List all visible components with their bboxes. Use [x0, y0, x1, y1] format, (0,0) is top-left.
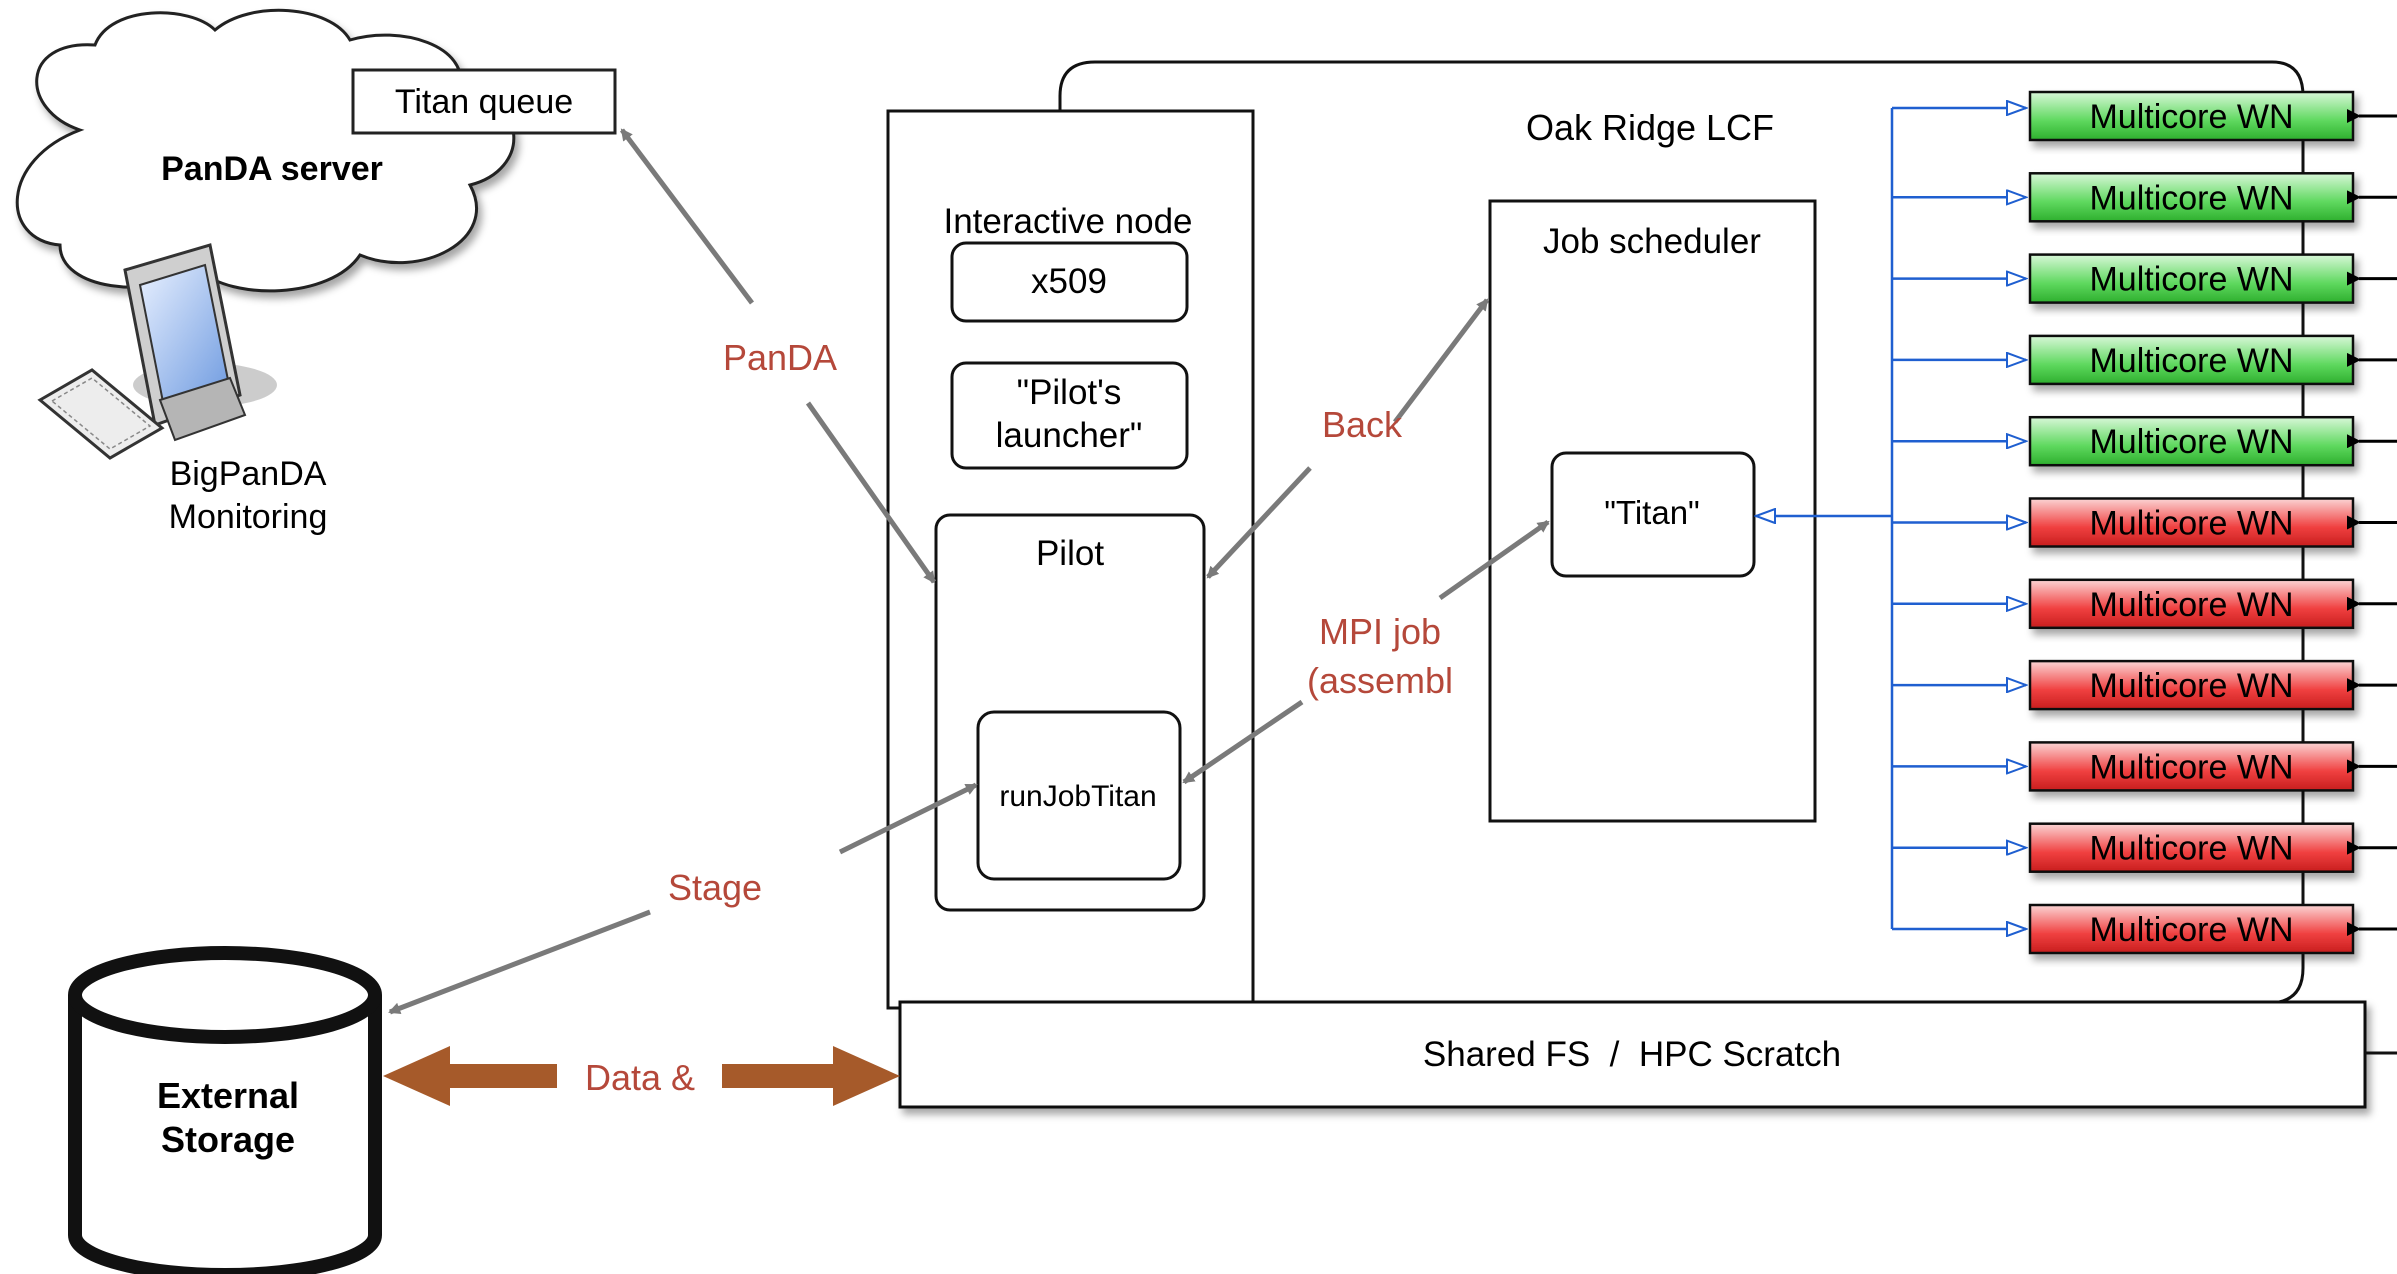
backfill-edge-label: Back	[1322, 404, 1403, 445]
shared-fs-box	[898, 1000, 2367, 1109]
worker-node-box-green	[2028, 253, 2355, 304]
mpi-arrow-up	[1438, 519, 1550, 601]
worker-node-label: Multicore WN	[2089, 342, 2293, 380]
backfill-arrow-down	[1206, 466, 1312, 579]
worker-node-5: Multicore WN	[2028, 415, 2397, 467]
pilot-launcher-label-line1: "Pilot's	[1017, 373, 1122, 412]
job-scheduler-title: Job scheduler	[1543, 222, 1761, 261]
worker-node-4: Multicore WN	[2028, 334, 2397, 386]
shared-fs: Shared FS / HPC Scratch	[898, 1000, 2397, 1109]
worker-node-1: Multicore WN	[2028, 90, 2397, 142]
gray-arrows	[388, 128, 1550, 1015]
oak-ridge-lcf-title: Oak Ridge LCF	[1526, 107, 1774, 148]
worker-node-3: Multicore WN	[2028, 253, 2397, 304]
worker-node-label: Multicore WN	[2089, 261, 2293, 299]
worker-node-2: Multicore WN	[2028, 172, 2397, 223]
titan-queue: Titan queue	[351, 68, 617, 135]
interactive-node-title: Interactive node	[943, 202, 1192, 241]
monitoring-label-line1: BigPanDA	[170, 455, 327, 493]
panda-edge-label: PanDA	[723, 337, 837, 378]
worker-node-8: Multicore WN	[2028, 659, 2397, 711]
worker-node-label: Multicore WN	[2089, 586, 2293, 624]
stage-edge-label: Stage	[668, 867, 762, 908]
worker-node-label: Multicore WN	[2089, 505, 2293, 543]
data-transfer-arrow	[383, 1046, 900, 1106]
worker-node-label: Multicore WN	[2089, 911, 2293, 949]
edge-labels: PanDA Back MPI job (assembl Stage Data &	[585, 337, 1453, 1098]
computer-icon	[37, 243, 277, 460]
x509-label: x509	[1031, 262, 1107, 301]
worker-node-label: Multicore WN	[2089, 667, 2293, 705]
worker-node-box-green	[2028, 172, 2355, 223]
panda-server-title: PanDA server	[161, 150, 383, 188]
external-storage: External Storage	[68, 946, 382, 1274]
worker-node-label: Multicore WN	[2089, 179, 2293, 217]
stage-arrow-left	[388, 909, 651, 1015]
job-scheduler: Job scheduler "Titan"	[1488, 199, 1817, 823]
worker-node-label: Multicore WN	[2089, 423, 2293, 461]
pilot-launcher-label-line2: launcher"	[996, 416, 1143, 455]
titan-label: "Titan"	[1604, 494, 1700, 531]
worker-node-11: Multicore WN	[2028, 903, 2397, 955]
shared-fs-label: Shared FS / HPC Scratch	[1423, 1035, 1841, 1074]
data-edge-label: Data &	[585, 1057, 695, 1098]
mpi-edge-label-line2: (assembl	[1307, 660, 1453, 701]
storage-label-line2: Storage	[161, 1119, 295, 1160]
panda-server-cloud: PanDA server	[15, 8, 516, 293]
titan-queue-box	[351, 68, 617, 135]
worker-node-box-red	[2028, 903, 2355, 955]
titan-queue-label: Titan queue	[395, 83, 573, 121]
x509-box	[950, 241, 1189, 323]
worker-node-9: Multicore WN	[2028, 741, 2397, 792]
monitoring-label-line2: Monitoring	[169, 498, 328, 536]
scheduler-wn-connectors	[1756, 108, 2026, 929]
worker-node-list: Multicore WN Multicore WN Multicore WN Mult…	[2028, 90, 2397, 955]
worker-node-box-red	[2028, 822, 2355, 873]
pilot-label: Pilot	[1036, 534, 1104, 573]
runjobtitan-box	[976, 710, 1182, 881]
panda-arrow-down	[805, 401, 937, 584]
storage-label-line1: External	[157, 1075, 299, 1116]
mpi-arrow-down	[1182, 699, 1304, 785]
worker-node-10: Multicore WN	[2028, 822, 2397, 873]
interactive-node: Interactive node x509 "Pilot's launcher"…	[886, 109, 1255, 1010]
backfill-arrow-up	[1393, 298, 1489, 424]
worker-node-label: Multicore WN	[2089, 830, 2293, 868]
worker-node-box-red	[2028, 578, 2355, 630]
runjobtitan-label: runJobTitan	[999, 780, 1156, 813]
worker-node-label: Multicore WN	[2089, 748, 2293, 786]
panda-arrow-up	[620, 128, 754, 305]
worker-node-box-red	[2028, 497, 2355, 548]
worker-node-label: Multicore WN	[2089, 98, 2293, 136]
stage-arrow-right	[838, 782, 978, 855]
worker-node-6: Multicore WN	[2028, 497, 2397, 548]
worker-node-box-green	[2028, 90, 2355, 142]
worker-node-box-red	[2028, 741, 2355, 792]
worker-node-box-red	[2028, 659, 2355, 711]
pilot-launcher-box	[950, 361, 1189, 470]
worker-node-7: Multicore WN	[2028, 578, 2397, 630]
mpi-edge-label-line1: MPI job	[1319, 611, 1441, 652]
